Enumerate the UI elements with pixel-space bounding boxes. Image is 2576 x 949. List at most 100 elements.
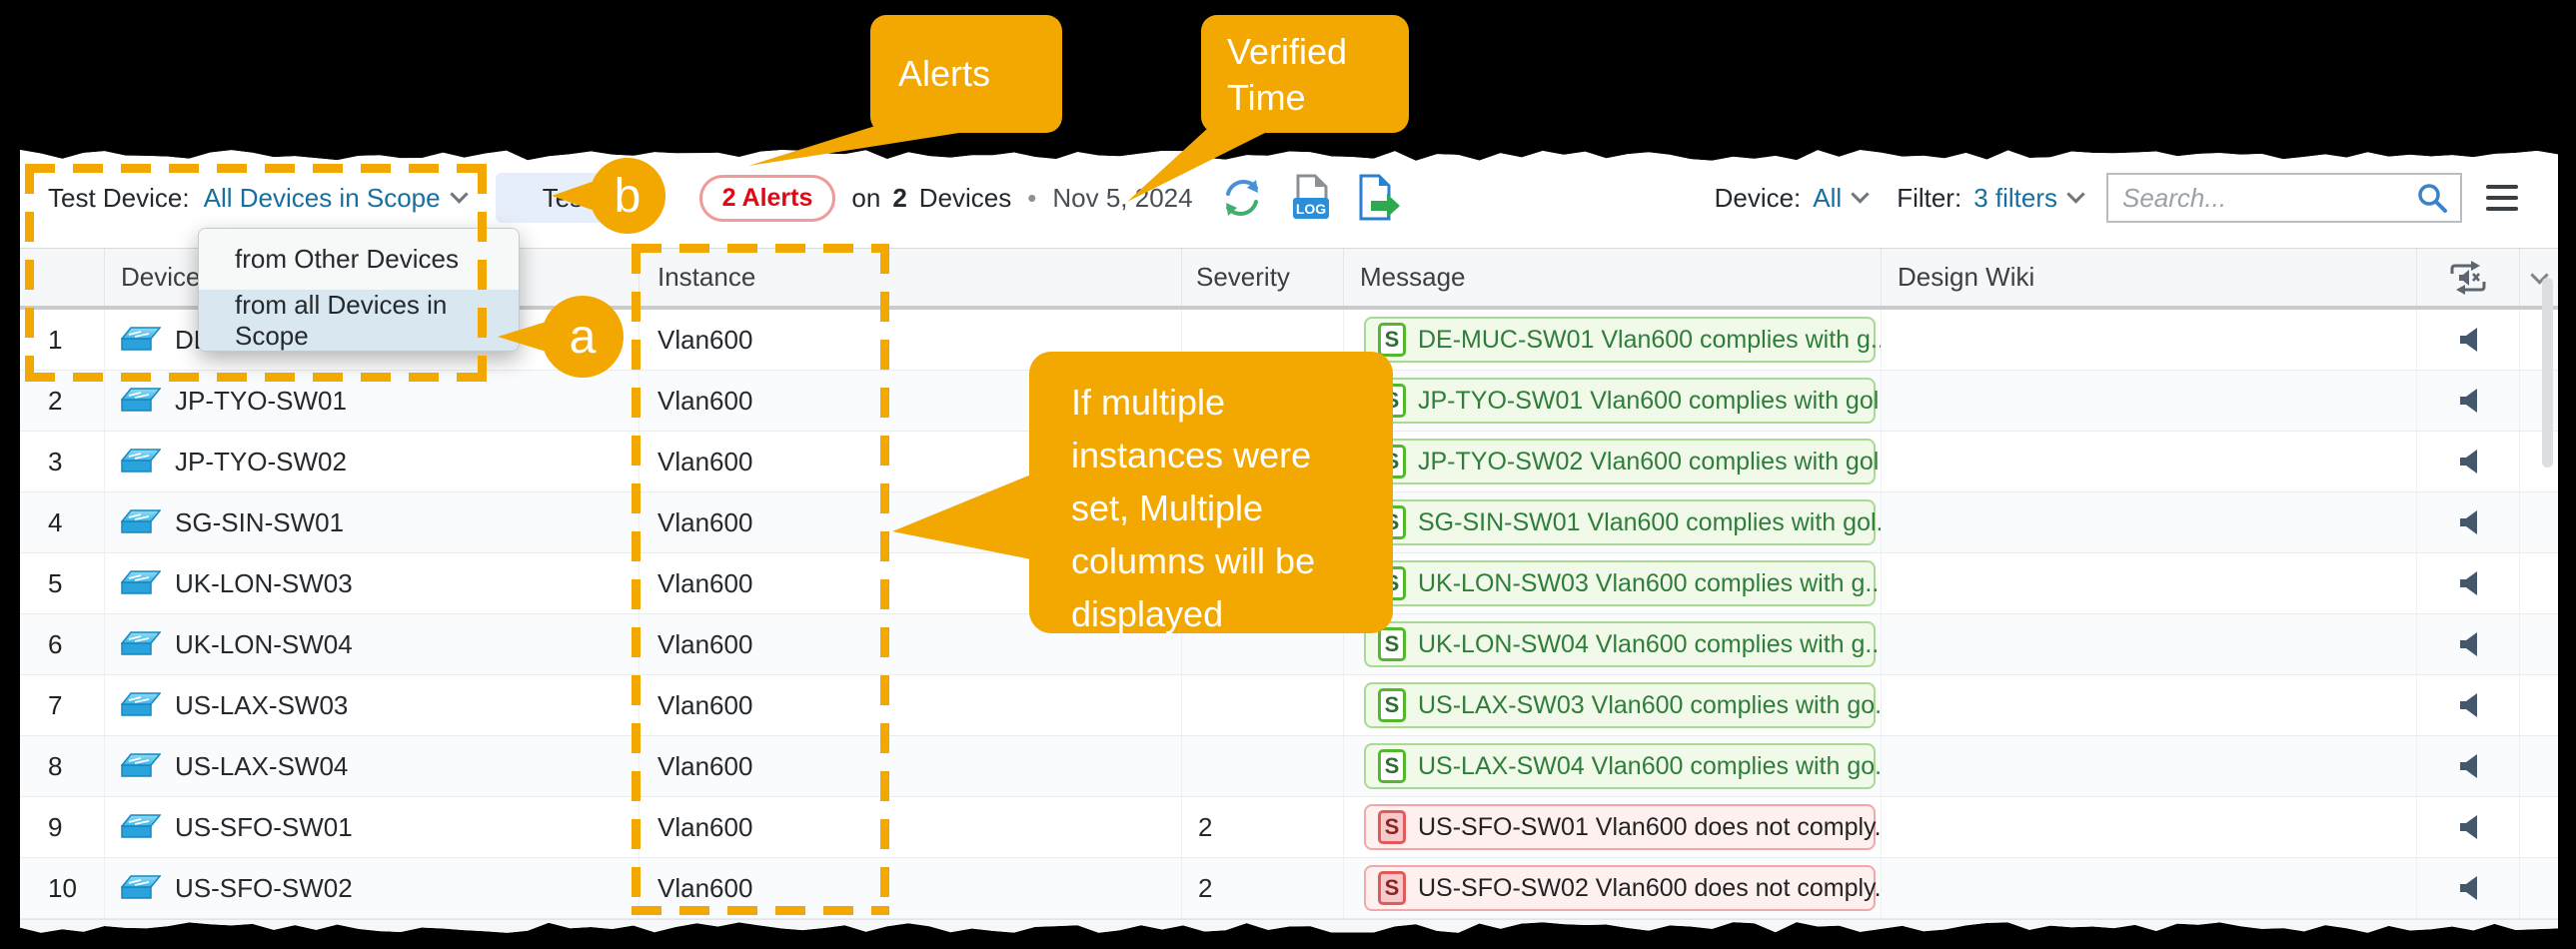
- speaker-cell[interactable]: [2417, 797, 2520, 857]
- alerts-badge[interactable]: 2 Alerts: [699, 175, 836, 222]
- device-cell[interactable]: UK-LON-SW04: [105, 614, 640, 674]
- speaker-cell[interactable]: [2417, 675, 2520, 735]
- speaker-cell[interactable]: [2417, 310, 2520, 370]
- menu-item[interactable]: from Other Devices: [199, 229, 519, 290]
- search-input[interactable]: [2120, 182, 2416, 215]
- row-number: 3: [20, 432, 105, 491]
- speaker-cell[interactable]: [2417, 858, 2520, 918]
- test-device-label: Test Device:: [48, 183, 190, 214]
- menu-icon[interactable]: [2486, 185, 2518, 211]
- speaker-icon[interactable]: [2457, 875, 2479, 901]
- table-row[interactable]: 10 US-SFO-SW02 Vlan600 2: [20, 858, 2558, 919]
- spacer-cell: [2520, 492, 2558, 552]
- table-row[interactable]: 7 US-LAX-SW03 Vlan600: [20, 675, 2558, 736]
- speaker-icon[interactable]: [2457, 570, 2479, 596]
- filter-label: Filter:: [1897, 183, 1961, 214]
- chevron-down-icon[interactable]: [1851, 185, 1869, 203]
- message-badge[interactable]: S US-SFO-SW02 Vlan600 does not comply...: [1364, 865, 1876, 911]
- speaker-icon[interactable]: [2457, 631, 2479, 657]
- table-footer-strip: [20, 919, 2558, 935]
- spacer-cell: [2520, 858, 2558, 918]
- column-header-message: Message: [1344, 249, 1882, 306]
- design-wiki-cell: [1882, 797, 2417, 857]
- device-cell[interactable]: UK-LON-SW03: [105, 553, 640, 613]
- row-number: 9: [20, 797, 105, 857]
- speaker-icon[interactable]: [2457, 753, 2479, 779]
- speaker-icon[interactable]: [2457, 509, 2479, 535]
- message-cell: S SG-SIN-SW01 Vlan600 complies with gol.…: [1344, 492, 1882, 552]
- filter-value[interactable]: 3 filters: [1973, 183, 2057, 214]
- search-box[interactable]: [2106, 173, 2462, 223]
- message-cell: S US-SFO-SW01 Vlan600 does not comply...: [1344, 797, 1882, 857]
- speaker-cell[interactable]: [2417, 371, 2520, 431]
- speaker-cell[interactable]: [2417, 432, 2520, 491]
- message-cell: S US-LAX-SW03 Vlan600 complies with go..…: [1344, 675, 1882, 735]
- severity-cell: [1182, 675, 1344, 735]
- message-badge[interactable]: S US-LAX-SW04 Vlan600 complies with go..…: [1364, 743, 1876, 789]
- message-text: DE-MUC-SW01 Vlan600 complies with g...: [1418, 326, 1882, 355]
- row-number: 8: [20, 736, 105, 796]
- vertical-scrollbar[interactable]: [2542, 278, 2553, 468]
- speaker-icon[interactable]: [2457, 692, 2479, 718]
- device-filter-value[interactable]: All: [1813, 183, 1842, 214]
- test-device-dropdown[interactable]: All Devices in Scope: [204, 183, 441, 214]
- message-badge[interactable]: S JP-TYO-SW02 Vlan600 complies with gol.…: [1364, 439, 1876, 484]
- switch-device-icon: [121, 631, 161, 657]
- refresh-icon[interactable]: [1219, 175, 1265, 221]
- message-cell: S US-LAX-SW04 Vlan600 complies with go..…: [1344, 736, 1882, 796]
- device-cell[interactable]: US-LAX-SW03: [105, 675, 640, 735]
- marker-a-label: a: [542, 296, 624, 378]
- export-icon[interactable]: [1357, 174, 1401, 222]
- speaker-icon[interactable]: [2457, 449, 2479, 474]
- search-icon[interactable]: [2416, 182, 2448, 214]
- message-badge[interactable]: S DE-MUC-SW01 Vlan600 complies with g...: [1364, 317, 1876, 363]
- message-cell: S JP-TYO-SW02 Vlan600 complies with gol.…: [1344, 432, 1882, 491]
- spacer-cell: [2520, 614, 2558, 674]
- column-header-instance: Instance: [640, 249, 1182, 306]
- spacer-cell: [2520, 797, 2558, 857]
- message-badge[interactable]: S UK-LON-SW04 Vlan600 complies with g...: [1364, 621, 1876, 667]
- table-tools: Device: All Filter: 3 filters: [1715, 148, 2518, 248]
- device-name: SG-SIN-SW01: [175, 507, 344, 538]
- device-cell[interactable]: US-LAX-SW04: [105, 736, 640, 796]
- speaker-icon[interactable]: [2457, 327, 2479, 353]
- message-text: SG-SIN-SW01 Vlan600 complies with gol...: [1418, 508, 1882, 537]
- row-number: 5: [20, 553, 105, 613]
- severity-cell: 2: [1182, 858, 1344, 918]
- instances-callout: If multiple instances were set, Multiple…: [1029, 352, 1393, 633]
- on-label: on: [851, 183, 880, 214]
- message-badge[interactable]: S US-LAX-SW03 Vlan600 complies with go..…: [1364, 682, 1876, 728]
- speaker-cell[interactable]: [2417, 492, 2520, 552]
- speaker-cell[interactable]: [2417, 614, 2520, 674]
- log-icon[interactable]: LOG: [1291, 174, 1331, 222]
- design-wiki-cell: [1882, 492, 2417, 552]
- table-row[interactable]: 9 US-SFO-SW01 Vlan600 2: [20, 797, 2558, 858]
- mute-speaker-loop-icon[interactable]: [2445, 260, 2491, 296]
- device-cell[interactable]: US-SFO-SW01: [105, 797, 640, 857]
- speaker-cell[interactable]: [2417, 553, 2520, 613]
- device-cell[interactable]: JP-TYO-SW02: [105, 432, 640, 491]
- chevron-down-icon[interactable]: [450, 185, 468, 203]
- log-icon-text: LOG: [1295, 201, 1325, 217]
- speaker-icon[interactable]: [2457, 814, 2479, 840]
- device-filter-label: Device:: [1715, 183, 1802, 214]
- switch-device-icon: [121, 509, 161, 535]
- message-badge[interactable]: S JP-TYO-SW01 Vlan600 complies with gol.…: [1364, 378, 1876, 424]
- device-cell[interactable]: US-SFO-SW02: [105, 858, 640, 918]
- message-badge[interactable]: S SG-SIN-SW01 Vlan600 complies with gol.…: [1364, 499, 1876, 545]
- message-cell: S UK-LON-SW04 Vlan600 complies with g...: [1344, 614, 1882, 674]
- menu-item[interactable]: from all Devices in Scope: [199, 290, 519, 351]
- spacer-cell: [2520, 736, 2558, 796]
- column-header-design-wiki: Design Wiki: [1882, 249, 2417, 306]
- chevron-down-icon[interactable]: [2066, 185, 2084, 203]
- message-text: US-LAX-SW03 Vlan600 complies with go...: [1418, 691, 1882, 720]
- speaker-icon[interactable]: [2457, 388, 2479, 414]
- summary-s-icon: S: [1378, 627, 1406, 661]
- switch-device-icon: [121, 327, 161, 353]
- message-badge[interactable]: S UK-LON-SW03 Vlan600 complies with g...: [1364, 560, 1876, 606]
- message-cell: S UK-LON-SW03 Vlan600 complies with g...: [1344, 553, 1882, 613]
- device-cell[interactable]: SG-SIN-SW01: [105, 492, 640, 552]
- message-badge[interactable]: S US-SFO-SW01 Vlan600 does not comply...: [1364, 804, 1876, 850]
- table-row[interactable]: 8 US-LAX-SW04 Vlan600: [20, 736, 2558, 797]
- speaker-cell[interactable]: [2417, 736, 2520, 796]
